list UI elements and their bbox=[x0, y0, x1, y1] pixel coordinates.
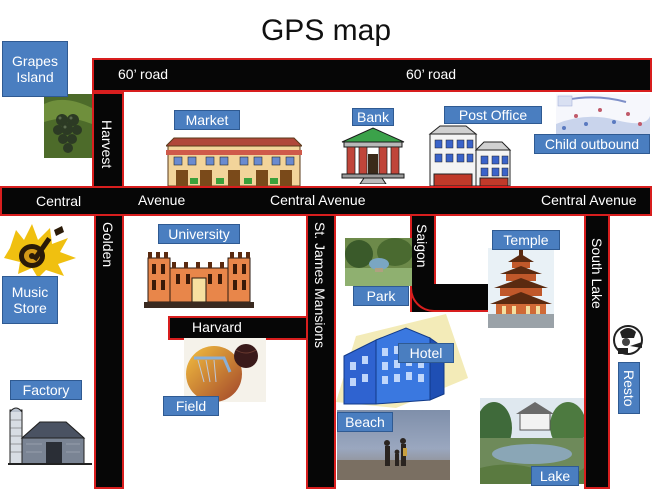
post-office-label: Post Office bbox=[444, 106, 542, 124]
park-picture bbox=[345, 238, 412, 286]
lake-label: Lake bbox=[531, 466, 579, 486]
bank-building-icon bbox=[340, 126, 406, 184]
music-guitar-picture bbox=[2, 218, 78, 278]
resto-chef-picture bbox=[612, 322, 644, 362]
university-building-icon bbox=[144, 244, 254, 312]
top-road-label-left: 60’ road bbox=[118, 66, 169, 82]
market-building-icon bbox=[166, 134, 302, 186]
field-picture bbox=[184, 338, 266, 402]
grapes-picture bbox=[44, 94, 92, 158]
child-outbound-picture bbox=[556, 94, 650, 136]
university-label: University bbox=[158, 224, 240, 244]
beach-label: Beach bbox=[337, 412, 393, 432]
harvest-road bbox=[92, 92, 124, 188]
golden-road-label: Golden bbox=[100, 222, 116, 268]
grapes-island-label: Grapes Island bbox=[2, 41, 68, 97]
music-store-label: Music Store bbox=[2, 276, 58, 324]
golden-road bbox=[94, 214, 124, 489]
factory-label: Factory bbox=[10, 380, 82, 400]
st-james-mansions-road bbox=[306, 214, 336, 489]
market-label: Market bbox=[174, 110, 240, 130]
factory-barn-picture bbox=[6, 404, 94, 468]
park-label: Park bbox=[353, 286, 409, 306]
map-title: GPS map bbox=[260, 14, 392, 47]
child-outbound-label: Child outbound bbox=[534, 134, 650, 154]
top-road bbox=[92, 58, 652, 92]
central-avenue-label-1: Central bbox=[36, 193, 82, 209]
harvest-road-label: Harvest bbox=[99, 120, 115, 169]
temple-label: Temple bbox=[492, 230, 560, 250]
post-office-building-icon bbox=[426, 124, 512, 186]
temple-pagoda-picture bbox=[488, 248, 554, 328]
central-avenue-label-3: Central Avenue bbox=[270, 192, 366, 208]
hotel-label: Hotel bbox=[398, 343, 454, 363]
harvard-road-label: Harvard bbox=[192, 319, 242, 335]
st-james-mansions-label: St. James Mansions bbox=[312, 222, 328, 349]
field-label: Field bbox=[163, 396, 219, 416]
bank-label: Bank bbox=[352, 108, 394, 126]
resto-label: Resto bbox=[618, 362, 640, 414]
central-avenue-label-2: Avenue bbox=[138, 192, 186, 208]
south-lake-road bbox=[584, 214, 610, 489]
top-road-label-right: 60’ road bbox=[406, 66, 457, 82]
south-lake-road-label: South Lake bbox=[589, 238, 605, 309]
saigon-road-label: Saigon bbox=[414, 224, 430, 268]
central-avenue-label-4: Central Avenue bbox=[541, 192, 637, 208]
central-avenue-road bbox=[0, 186, 652, 216]
